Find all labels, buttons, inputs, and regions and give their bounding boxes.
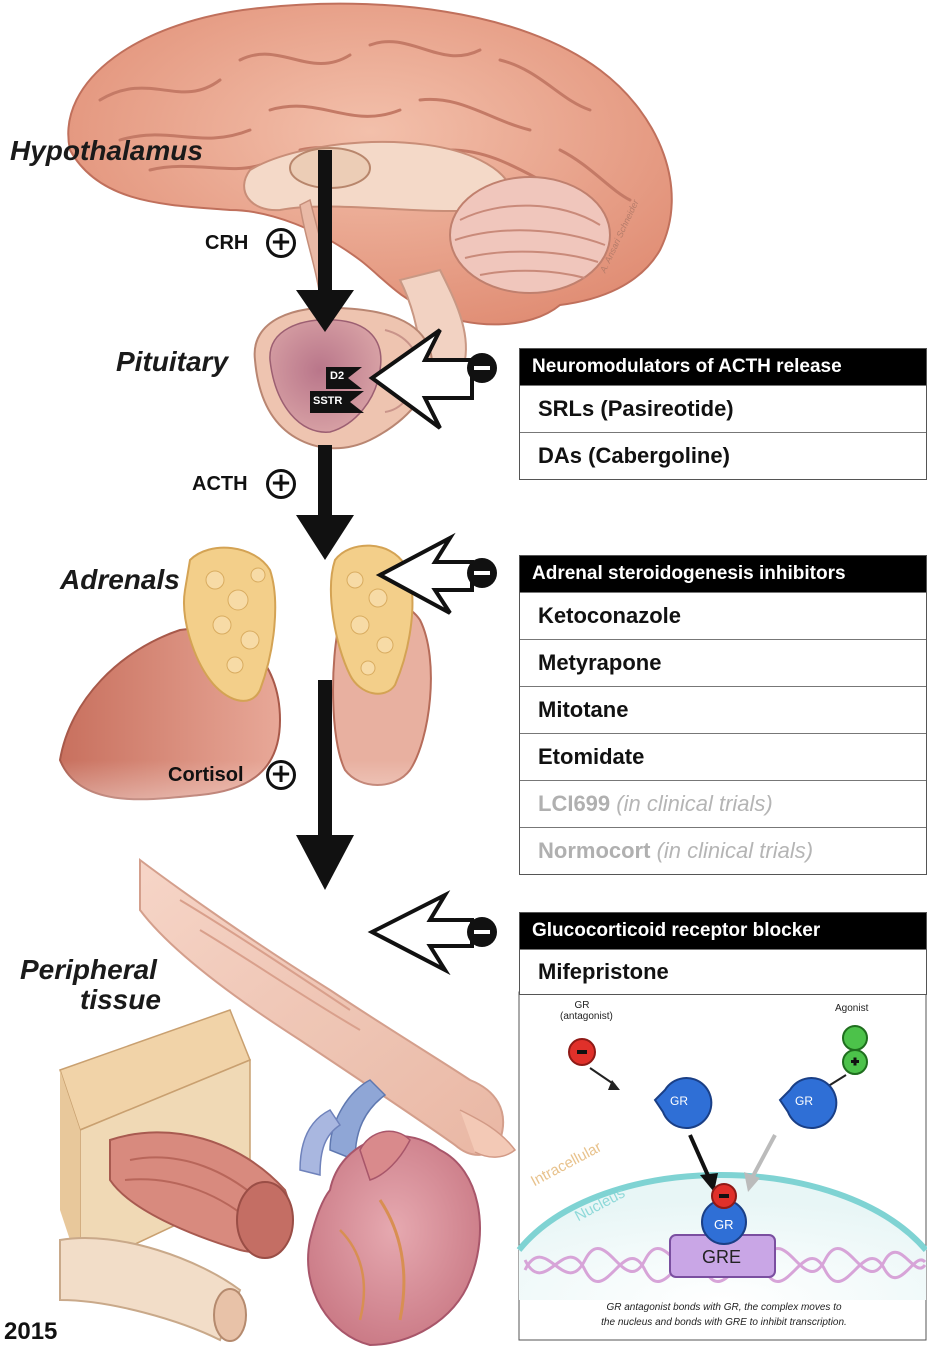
gr-antagonist-label: GR (antagonist) [560,1000,604,1022]
drug-name: SRLs [538,396,594,421]
drug-row: Ketoconazole [520,592,926,639]
plus-icon: + [266,228,296,258]
cortisol-label: Cortisol [168,764,244,787]
drug-row: Mifepristone [520,949,926,994]
brain-illustration [68,4,671,360]
gr-label: GR [795,1094,813,1108]
adrenal-inhibitors-header: Adrenal steroidogenesis inhibitors [520,556,926,592]
adrenal-inhibitors-panel: Adrenal steroidogenesis inhibitors Ketoc… [519,555,927,875]
drug-name: Mifepristone [538,959,669,984]
drug-row: DAs (Cabergoline) [520,432,926,479]
hypothalamus-label: Hypothalamus [10,136,203,166]
drug-name: Normocort [538,838,650,863]
gr-label: GR [670,1094,688,1108]
d2-receptor-label: D2 [330,370,344,382]
gr-blocker-panel: Glucocorticoid receptor blocker Mifepris… [519,912,927,995]
acth-label: ACTH [192,473,248,496]
drug-name: LCI699 [538,791,610,816]
gr-antagonist-label-line2: (antagonist) [560,1011,604,1022]
mechanism-caption: GR antagonist bonds with GR, the complex… [526,1300,922,1330]
adrenals-label: Adrenals [60,565,180,595]
drug-name: Etomidate [538,744,644,769]
drug-row: SRLs (Pasireotide) [520,385,926,432]
drug-row: Etomidate [520,733,926,780]
adrenals-illustration [0,546,480,880]
minus-icon [467,558,497,588]
drug-row: Metyrapone [520,639,926,686]
year-label: 2015 [4,1318,57,1346]
crh-label: CRH [205,232,248,255]
caption-line1: GR antagonist bonds with GR, the complex… [526,1300,922,1315]
drug-note: (in clinical trials) [657,838,813,863]
neuromodulators-panel: Neuromodulators of ACTH release SRLs (Pa… [519,348,927,480]
gr-antagonist-label-line1: GR [560,1000,604,1011]
plus-icon: + [266,469,296,499]
drug-row-trial: Normocort (in clinical trials) [520,827,926,874]
neuromodulators-header: Neuromodulators of ACTH release [520,349,926,385]
sstr-receptor-label: SSTR [313,395,342,407]
pituitary-label: Pituitary [116,347,228,377]
drug-name: Ketoconazole [538,603,681,628]
minus-icon [467,353,497,383]
peripheral-label-line2: tissue [20,985,161,1015]
peripheral-tissue-label: Peripheral tissue [20,955,161,1015]
gre-label: GRE [702,1247,741,1268]
drug-name: Mitotane [538,697,628,722]
gr-blocker-header: Glucocorticoid receptor blocker [520,913,926,949]
gr-label: GR [714,1217,734,1232]
peripheral-label-line1: Peripheral [20,955,161,985]
cerebellum [450,177,610,293]
drug-row-trial: LCI699 (in clinical trials) [520,780,926,827]
drug-note: (in clinical trials) [616,791,772,816]
agonist-label: Agonist [835,1003,868,1014]
drug-note: (Pasireotide) [600,396,733,421]
drug-name: Metyrapone [538,650,661,675]
minus-icon [467,917,497,947]
plus-icon: + [266,760,296,790]
drug-note: (Cabergoline) [588,443,730,468]
drug-name: DAs [538,443,582,468]
drug-row: Mitotane [520,686,926,733]
caption-line2: the nucleus and bonds with GRE to inhibi… [526,1315,922,1330]
